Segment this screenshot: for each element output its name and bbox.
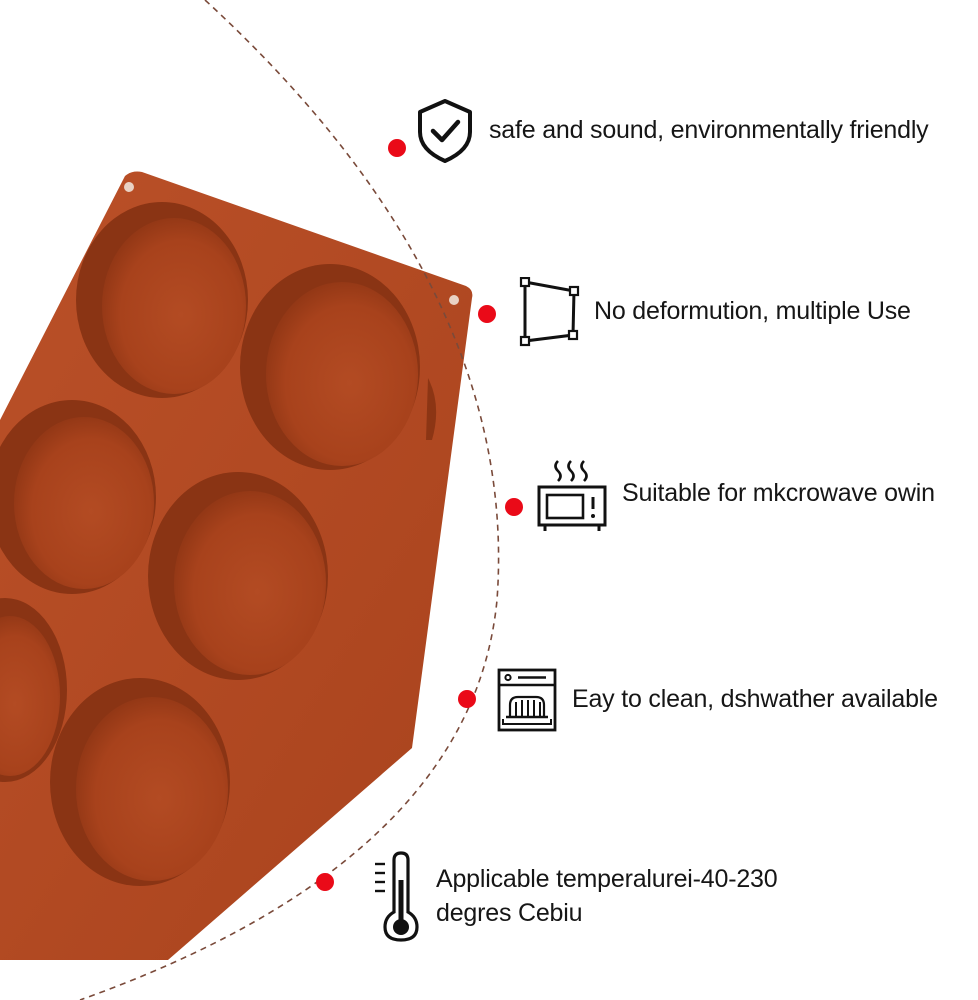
mold-cavity [76,202,248,398]
feature-dot [458,690,476,708]
feature-label-temperature: Applicable temperalurei-40-230 degres Ce… [436,863,778,931]
silicone-mold [0,171,473,960]
feature-no-deformation: No deformution, multiple Use [518,277,911,347]
feature-label-no-deformation: No deformution, multiple Use [594,297,911,326]
mold-cavity [0,598,67,782]
mold-hole [124,182,134,192]
shield-check-icon [415,98,475,164]
feature-label-easy-clean: Eay to clean, dshwather available [572,685,938,714]
feature-microwave: Suitable for mkcrowave owin [536,455,935,533]
feature-dot [316,873,334,891]
feature-easy-clean: Eay to clean, dshwather available [496,667,938,733]
mold-cavity [50,678,230,886]
feature-label-microwave: Suitable for mkcrowave owin [622,479,935,508]
feature-dot [478,305,496,323]
dishwasher-icon [496,667,558,733]
thermometer-icon [372,850,422,944]
feature-temperature: Applicable temperalurei-40-230 degres Ce… [372,850,778,944]
feature-dot [505,498,523,516]
microwave-icon [536,455,608,533]
mold-cavity [0,400,156,594]
feature-label-temperature-line1: Applicable temperalurei-40-230 [436,865,778,894]
feature-label-safe: safe and sound, environmentally friendly [489,116,929,145]
mold-cavity [240,264,420,470]
feature-safe: safe and sound, environmentally friendly [415,98,929,164]
feature-label-temperature-line2: degres Cebiu [436,899,583,927]
mold-cavity [148,472,328,680]
dashed-arc [79,0,500,1000]
mold-back-edge [426,378,437,440]
deformation-frame-icon [518,277,580,347]
feature-dot [388,139,406,157]
mold-hole [449,295,459,305]
